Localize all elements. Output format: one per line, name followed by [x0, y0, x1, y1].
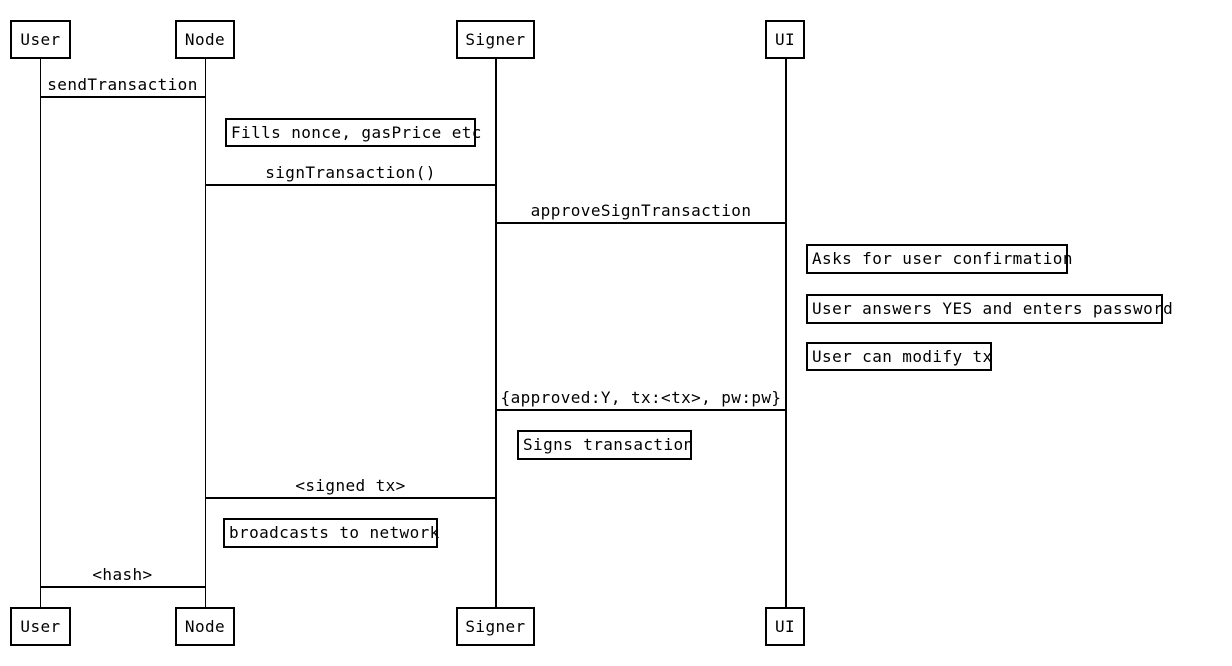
actor-node-label: Node — [184, 30, 226, 49]
actor-ui-top: UI — [765, 20, 805, 59]
message-label-signed-tx: <signed tx> — [295, 476, 406, 495]
note-fills-nonce: Fills nonce, gasPrice etc — [225, 118, 481, 147]
actor-signer-bottom: Signer — [456, 607, 535, 646]
actor-signer-top: Signer — [456, 20, 535, 59]
message-line-signed-tx — [205, 497, 496, 499]
actor-user-label: User — [20, 30, 61, 49]
message-line-signtransaction — [205, 184, 496, 186]
actor-node-top: Node — [175, 20, 235, 59]
lifeline-user — [39, 59, 41, 607]
message-label-signtransaction: signTransaction() — [265, 163, 436, 182]
actor-user-bottom: User — [10, 607, 71, 646]
actor-user-top: User — [10, 20, 71, 59]
actor-signer-label: Signer — [465, 30, 526, 49]
note-broadcasts: broadcasts to network — [223, 518, 439, 548]
note-user-can-modify: User can modify tx — [806, 342, 992, 371]
message-label-approvesigntransaction: approveSignTransaction — [530, 201, 752, 220]
actor-node-label: Node — [184, 617, 226, 636]
message-line-approvesigntransaction — [496, 222, 786, 224]
message-line-approved-payload — [496, 409, 786, 411]
lifeline-node — [204, 59, 206, 607]
actor-node-bottom: Node — [175, 607, 235, 646]
message-line-sendtransaction — [40, 96, 205, 98]
note-signs-transaction: Signs transaction — [517, 430, 693, 460]
actor-ui-label: UI — [774, 30, 796, 49]
message-label-hash: <hash> — [92, 565, 153, 584]
actor-signer-label: Signer — [465, 617, 526, 636]
lifeline-ui — [785, 59, 787, 607]
actor-ui-label: UI — [774, 617, 796, 636]
note-asks-confirmation: Asks for user confirmation — [806, 244, 1072, 274]
message-label-sendtransaction: sendTransaction — [47, 75, 198, 94]
actor-ui-bottom: UI — [765, 607, 805, 646]
message-line-hash — [40, 586, 205, 588]
message-label-approved-payload: {approved:Y, tx:<tx>, pw:pw} — [500, 388, 782, 407]
actor-user-label: User — [20, 617, 61, 636]
note-user-answers-yes: User answers YES and enters password — [806, 294, 1173, 324]
lifeline-signer — [495, 59, 497, 607]
